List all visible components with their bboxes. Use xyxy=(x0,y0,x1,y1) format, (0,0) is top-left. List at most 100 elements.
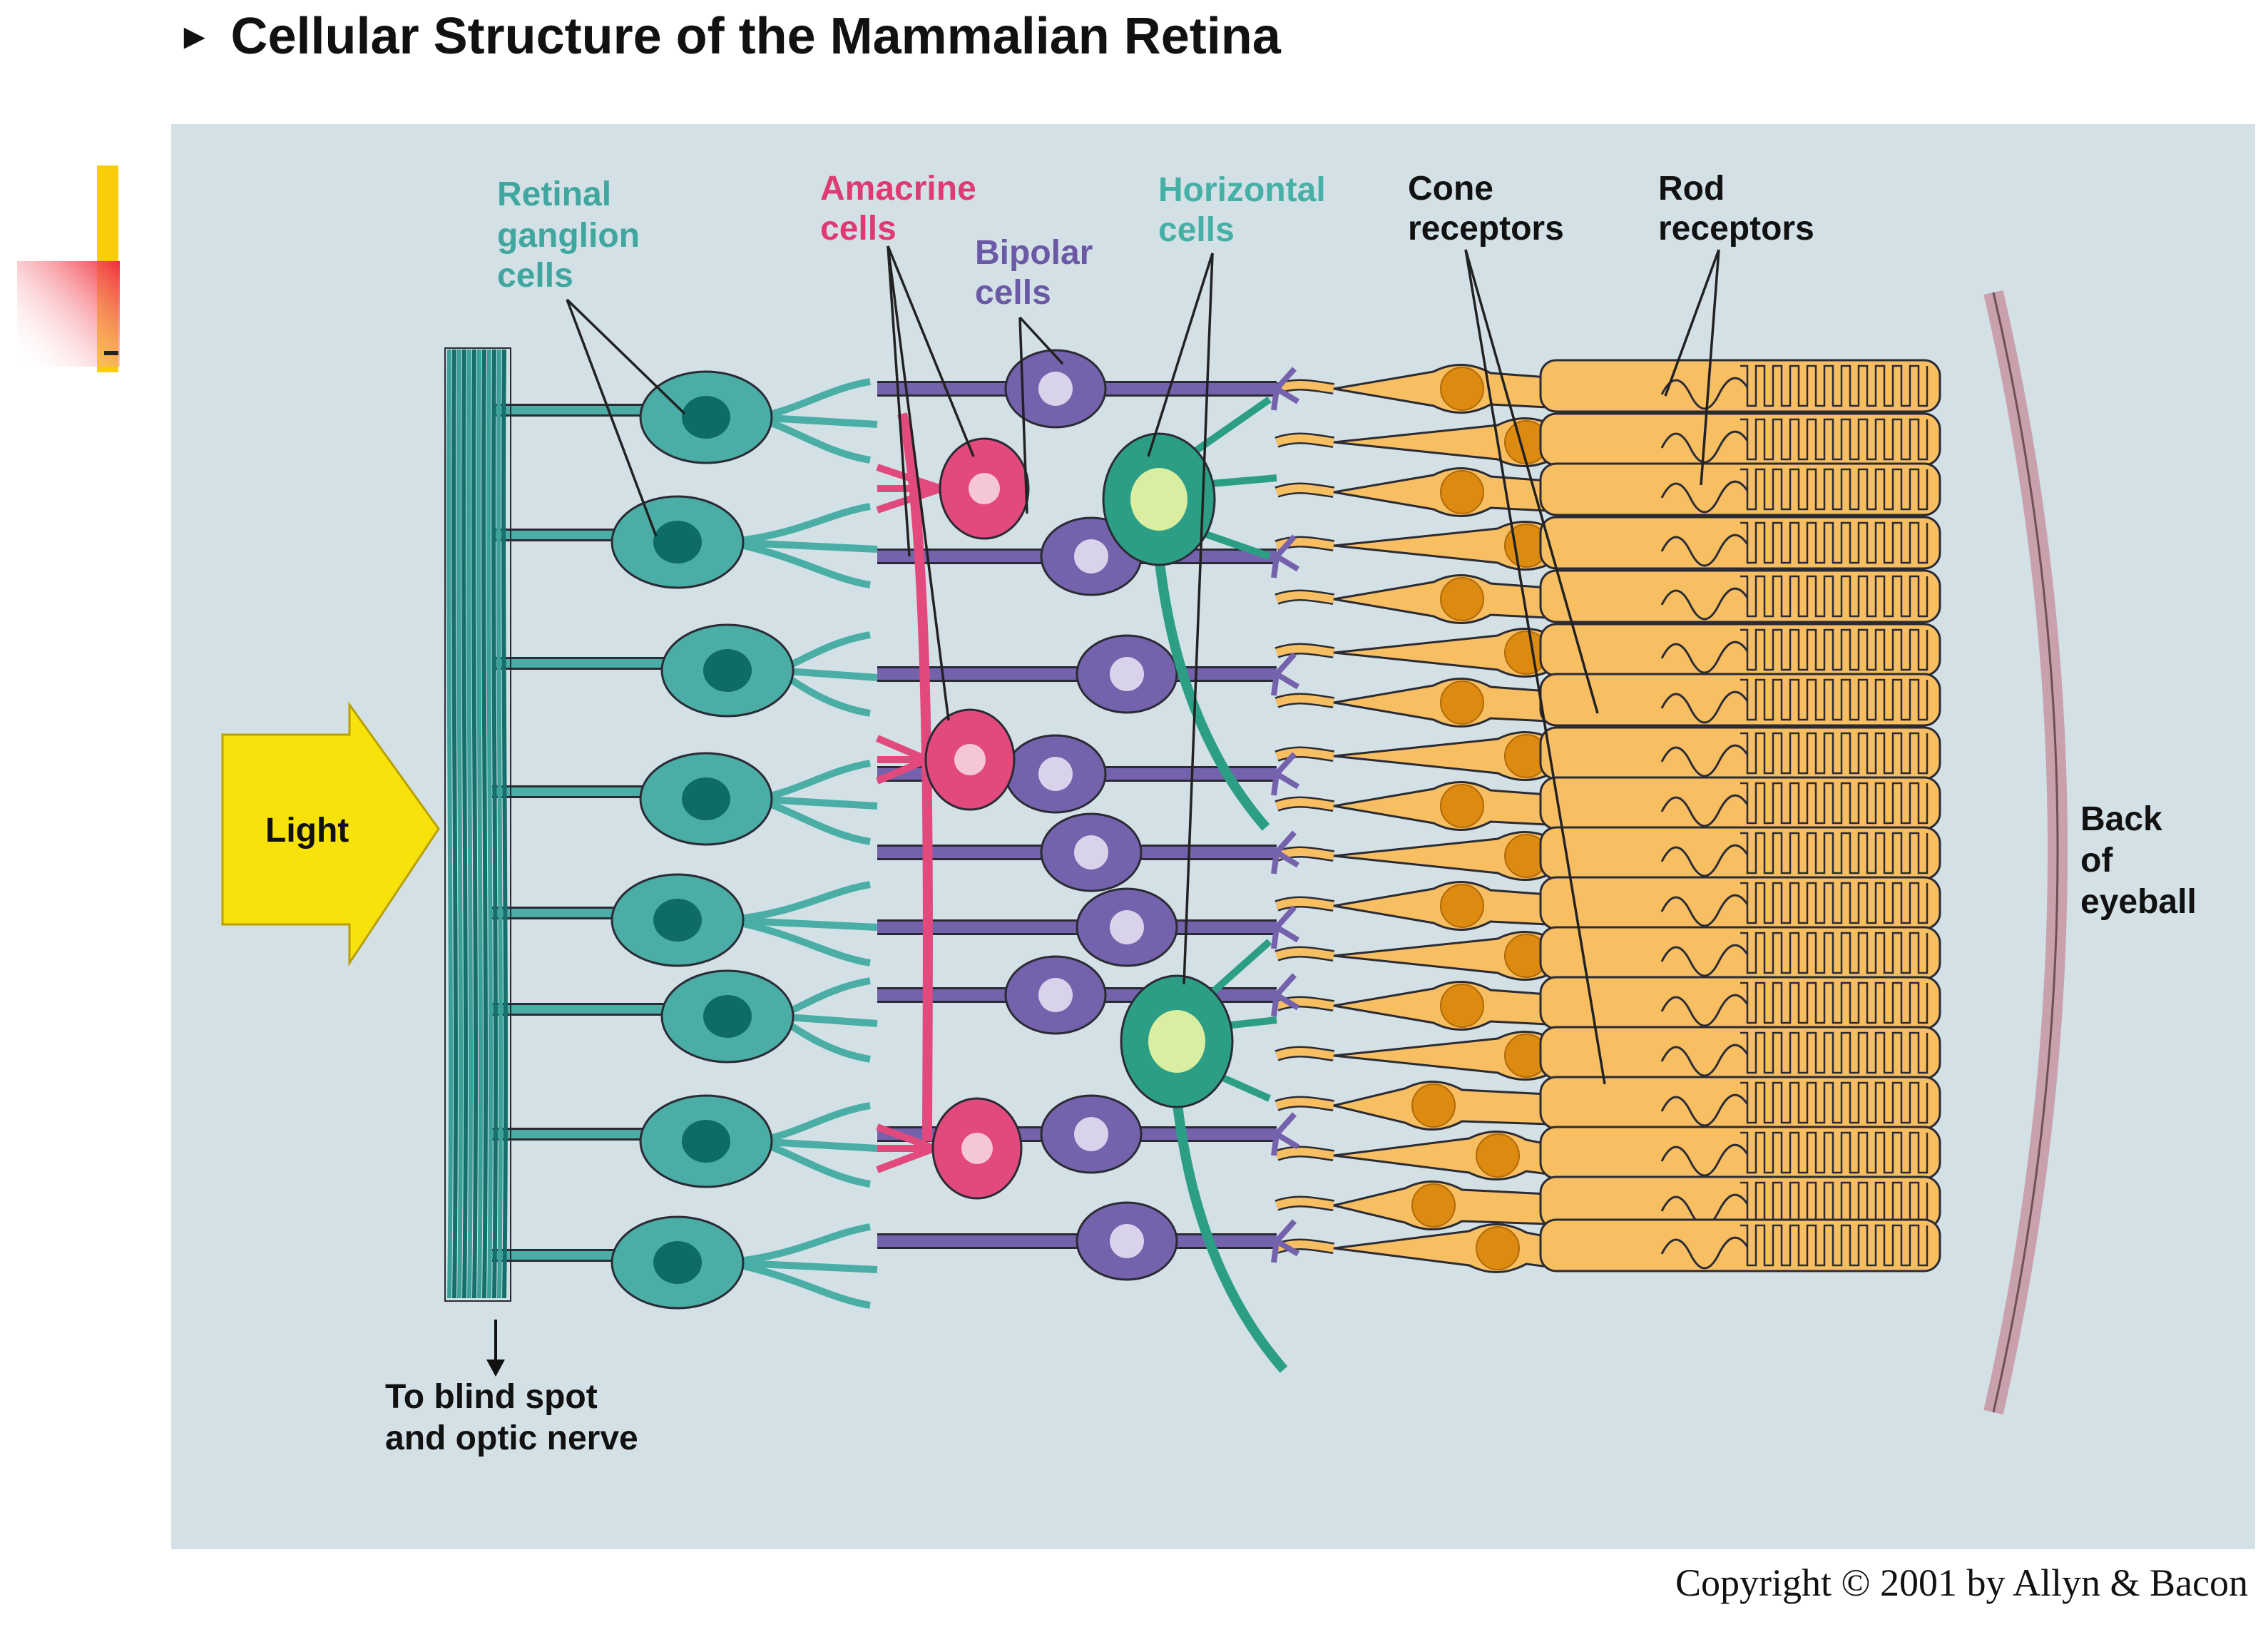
rod-outer-segment xyxy=(1539,726,1941,780)
rod-squiggle xyxy=(1660,1044,1749,1077)
pointer-line xyxy=(566,298,686,415)
pointer-line xyxy=(1464,249,1599,714)
rod-receptor xyxy=(1539,876,1941,930)
ganglion-cell xyxy=(492,1215,878,1310)
rod-receptor xyxy=(1539,1026,1941,1080)
bullet-triangle-icon: ► xyxy=(177,16,213,56)
rod-receptor xyxy=(1539,569,1941,623)
page-title: ► Cellular Structure of the Mammalian Re… xyxy=(177,7,1281,66)
pointer-line xyxy=(1664,249,1720,397)
ganglion-cell xyxy=(492,873,878,967)
cone-nucleus xyxy=(1411,1183,1456,1228)
disc-stack xyxy=(1740,981,1929,1024)
rod-receptor xyxy=(1539,726,1941,780)
cone-nucleus xyxy=(1440,367,1484,411)
horizontal-cell xyxy=(1102,396,1277,831)
horizontal-nucleus xyxy=(1148,1010,1205,1073)
disc-stack xyxy=(1740,364,1929,407)
rod-outer-segment xyxy=(1539,623,1941,677)
pointer-line xyxy=(1018,317,1028,514)
cone-receptor xyxy=(1275,1131,1549,1180)
ganglion-dendrite xyxy=(727,881,878,966)
svg-text:Cone: Cone xyxy=(1408,170,1493,208)
horizontal-nucleus xyxy=(1130,468,1187,531)
nerve-fiber xyxy=(466,349,473,1299)
rod-squiggle xyxy=(1660,534,1749,567)
disc-stack xyxy=(1740,468,1929,511)
nerve-fiber xyxy=(451,349,458,1299)
ganglion-nucleus xyxy=(682,777,730,820)
cone-nucleus xyxy=(1476,1133,1520,1178)
ganglion-cell xyxy=(492,495,878,589)
pointer-line xyxy=(1018,316,1064,365)
ganglion-dendrite xyxy=(727,503,878,588)
svg-text:receptors: receptors xyxy=(1658,210,1814,248)
bipolar-dendrite xyxy=(1271,367,1300,411)
bipolar-nucleus xyxy=(1074,539,1108,573)
rod-squiggle xyxy=(1660,377,1749,410)
svg-text:Bipolar: Bipolar xyxy=(975,234,1093,272)
ganglion-cell xyxy=(492,1094,878,1188)
bipolar-nucleus xyxy=(1074,835,1108,869)
rod-outer-segment xyxy=(1539,926,1941,980)
cone-nucleus xyxy=(1440,470,1484,514)
label-amacrine: Amacrine cells xyxy=(820,170,976,248)
svg-text:ganglion: ganglion xyxy=(497,217,640,255)
light-label: Light xyxy=(265,812,349,850)
cone-nucleus xyxy=(1440,680,1484,725)
rod-receptor xyxy=(1539,1218,1941,1272)
label-bipolar: Bipolar cells xyxy=(975,234,1093,312)
disc-stack xyxy=(1740,932,1929,974)
ganglion-nucleus xyxy=(703,649,752,692)
nerve-fiber xyxy=(501,349,508,1299)
cone-receptor xyxy=(1275,364,1549,414)
rod-outer-segment xyxy=(1539,776,1941,830)
ganglion-cell xyxy=(492,623,878,718)
amacrine-nucleus xyxy=(969,473,1000,504)
pointer-line xyxy=(1147,253,1214,457)
rod-outer-segment xyxy=(1539,1076,1941,1130)
rod-receptor xyxy=(1539,1076,1941,1130)
bipolar-dendrite xyxy=(1271,973,1300,1017)
cone-receptor xyxy=(1275,628,1558,678)
nerve-bundle-outline xyxy=(444,347,511,1302)
cone-receptor xyxy=(1275,1180,1549,1230)
ganglion-nucleus xyxy=(682,396,730,439)
amacrine-cell xyxy=(876,708,1016,811)
rod-squiggle xyxy=(1660,1093,1749,1127)
pointer-line xyxy=(887,245,950,721)
down-arrow-icon xyxy=(486,1320,505,1377)
bipolar-nucleus xyxy=(1038,372,1073,406)
rod-outer-segment xyxy=(1539,412,1941,466)
ganglion-nucleus xyxy=(703,995,752,1038)
rod-squiggle xyxy=(1660,1143,1749,1177)
ganglion-nucleus xyxy=(653,899,702,942)
title-text: Cellular Structure of the Mammalian Reti… xyxy=(230,8,1281,65)
pointer-line xyxy=(887,245,975,457)
disc-stack xyxy=(1740,882,1929,924)
rod-receptor xyxy=(1539,359,1941,413)
rod-receptor xyxy=(1539,776,1941,830)
cone-nucleus xyxy=(1440,784,1484,828)
cone-nucleus xyxy=(1440,577,1484,621)
bipolar-cell xyxy=(877,812,1300,892)
svg-text:Horizontal: Horizontal xyxy=(1158,171,1326,209)
disc-stack xyxy=(1740,782,1929,825)
rod-receptor-layer xyxy=(1539,359,1941,1272)
svg-text:eyeball: eyeball xyxy=(2080,883,2197,921)
cone-receptor xyxy=(1275,781,1549,831)
pointer-line xyxy=(1700,249,1720,486)
rod-squiggle xyxy=(1660,744,1749,777)
cone-nucleus xyxy=(1440,884,1484,928)
cone-receptor xyxy=(1275,931,1558,981)
disc-stack xyxy=(1740,521,1929,564)
rod-receptor xyxy=(1539,926,1941,980)
rod-squiggle xyxy=(1660,587,1749,621)
nerve-fiber xyxy=(461,349,468,1299)
cone-nucleus xyxy=(1476,1226,1520,1270)
rod-receptor xyxy=(1539,516,1941,570)
disc-stack xyxy=(1740,678,1929,721)
rod-squiggle xyxy=(1660,1236,1749,1270)
rod-squiggle xyxy=(1660,690,1749,724)
